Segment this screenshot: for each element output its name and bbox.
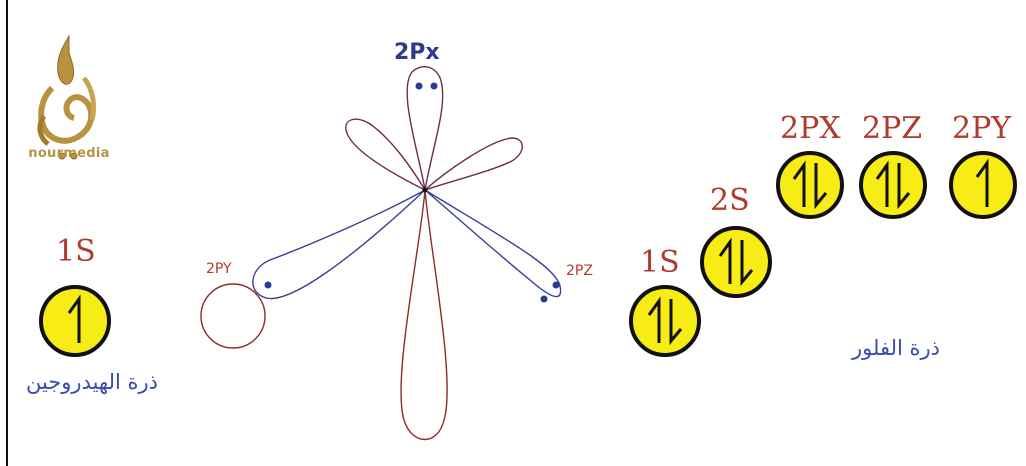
fluorine-2pz-circle — [861, 153, 925, 217]
lobe-2py — [253, 190, 425, 299]
electron-dot — [431, 83, 438, 90]
electron-dots — [265, 83, 560, 303]
electron-dot — [553, 282, 560, 289]
fluorine-2px-circle — [778, 153, 842, 217]
lobe-bottom — [401, 190, 447, 440]
fluorine-1s-circle — [631, 287, 699, 355]
lobe-circle — [201, 284, 265, 348]
hydrogen-1s-circle — [41, 287, 109, 355]
fluorine-2py-circle — [951, 153, 1015, 217]
fluorine-2s-circle — [702, 228, 770, 296]
nucleus-point — [423, 188, 428, 193]
orbital-lobes — [201, 67, 561, 440]
electron-dot — [265, 282, 272, 289]
electron-dot — [416, 83, 423, 90]
lobe-upper-right — [425, 138, 522, 190]
electron-dot — [541, 296, 548, 303]
lobe-2pz — [425, 190, 561, 297]
lobe-upper-left — [346, 119, 425, 190]
